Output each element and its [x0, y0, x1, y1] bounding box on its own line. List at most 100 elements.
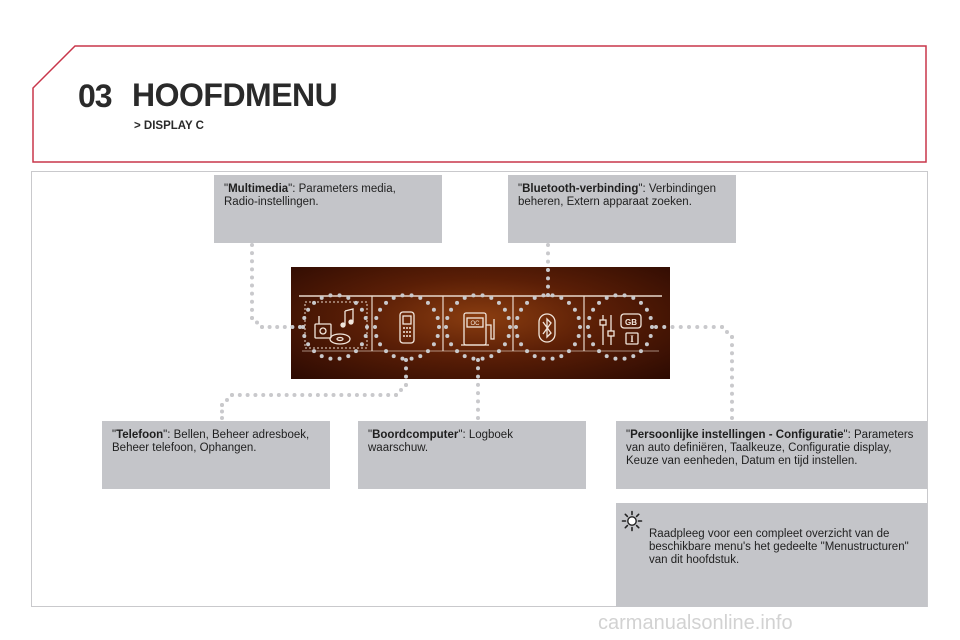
ring-dot [525, 349, 530, 354]
connector-dot [730, 407, 734, 412]
connector-dot [476, 407, 480, 412]
connector-dot [695, 325, 700, 329]
connector-dot [220, 409, 224, 414]
ring-dot [435, 315, 440, 320]
connector-dot [678, 325, 683, 329]
connector-dot [250, 299, 254, 304]
connector-dot [476, 416, 480, 420]
connector-dot [308, 393, 313, 397]
connector-dot [546, 276, 550, 281]
connector-dot [250, 267, 254, 272]
connector-dot [662, 325, 667, 329]
ring-dot [613, 293, 618, 298]
connector-dot [404, 358, 408, 362]
callout-bluetooth-text: : Verbindingen beheren, Extern apparaat … [518, 183, 716, 208]
ring-dot [431, 342, 436, 347]
ring-dot [319, 354, 324, 359]
connector-dot [476, 399, 480, 404]
connector-dot [290, 325, 295, 329]
ring-dot [631, 295, 636, 300]
ring-dot [644, 342, 649, 347]
info-note: Raadpleeg voor een compleet overzicht va… [616, 503, 927, 607]
ring-dot [489, 295, 494, 300]
ring-dot [532, 354, 537, 359]
ring-dot [631, 354, 636, 359]
connector-dot [339, 393, 344, 397]
connector-dot [711, 325, 716, 329]
connector-dot [720, 325, 724, 329]
ring-dot [591, 342, 596, 347]
ring-dot [613, 356, 618, 361]
ring-dot [449, 342, 454, 347]
ring-dot [425, 300, 430, 305]
connector-dot [250, 307, 254, 312]
connector-dot [253, 393, 258, 397]
connector-dot [476, 358, 480, 362]
info-note-text: Raadpleeg voor een compleet overzicht va… [649, 528, 909, 566]
ring-dot [506, 315, 511, 320]
callout-telefoon-text: : Bellen, Beheer adresboek, Beheer telef… [112, 429, 310, 454]
connector-dot [225, 398, 229, 402]
ring-dot [576, 334, 581, 339]
connector-dot [331, 393, 336, 397]
ring-dot [462, 354, 467, 359]
connector-dot [300, 393, 305, 397]
connector-dot [730, 359, 734, 364]
ring-dot [384, 300, 389, 305]
ring-dot [400, 293, 405, 298]
ring-dot [519, 342, 524, 347]
callout-persoonlijk-name: Persoonlijke instellingen - Configuratie [630, 429, 844, 441]
ring-dot [373, 325, 377, 329]
connector-dot [362, 393, 367, 397]
connector-dot [378, 393, 383, 397]
ring-dot [566, 349, 571, 354]
connector-dot [730, 351, 734, 356]
ring-dot [597, 300, 602, 305]
ring-dot [480, 356, 485, 361]
connector-dot [730, 391, 734, 396]
ring-dot [496, 349, 501, 354]
ring-dot [604, 295, 609, 300]
connector-dot [230, 393, 234, 397]
ring-dot [471, 293, 476, 298]
ring-dot [638, 300, 643, 305]
ring-dot [384, 349, 389, 354]
connector-dot [730, 416, 734, 420]
ring-dot [496, 300, 501, 305]
ring-dot [437, 325, 441, 329]
ring-dot [301, 325, 305, 329]
connector-dot [546, 259, 550, 264]
chapter-number: 03 [78, 78, 113, 114]
ring-dot [576, 315, 581, 320]
ring-dot [514, 325, 518, 329]
ring-dot [648, 315, 653, 320]
ring-dot [489, 354, 494, 359]
connector-dot [245, 393, 250, 397]
watermark: carmanualsonline.info [598, 612, 793, 634]
connector-dot [354, 393, 359, 397]
connector-dot [730, 399, 734, 404]
connector-dot [654, 325, 658, 329]
ring-dot [597, 349, 602, 354]
connector-dot [220, 416, 224, 420]
ring-dot [462, 295, 467, 300]
ring-dot [572, 342, 577, 347]
callout-persoonlijk-text: : Parameters van auto definiëren, Taalke… [626, 429, 914, 467]
ring-dot [319, 295, 324, 300]
ring-dot [346, 295, 351, 300]
ring-dot [302, 334, 307, 339]
gb-label: GB [625, 318, 637, 327]
connector-dot [546, 284, 550, 289]
callout-multimedia-text: : Parameters media, Radio-instellingen. [224, 183, 396, 208]
oc-label: OC [471, 321, 481, 327]
ring-dot [550, 293, 555, 298]
connector-dot [476, 391, 480, 396]
ring-dot [591, 307, 596, 312]
ring-dot [587, 334, 592, 339]
connector-dot [250, 251, 254, 256]
connector-dot [260, 325, 264, 329]
ring-dot [337, 293, 342, 298]
ring-dot [532, 295, 537, 300]
ring-dot [359, 342, 364, 347]
connector-dot [292, 393, 297, 397]
